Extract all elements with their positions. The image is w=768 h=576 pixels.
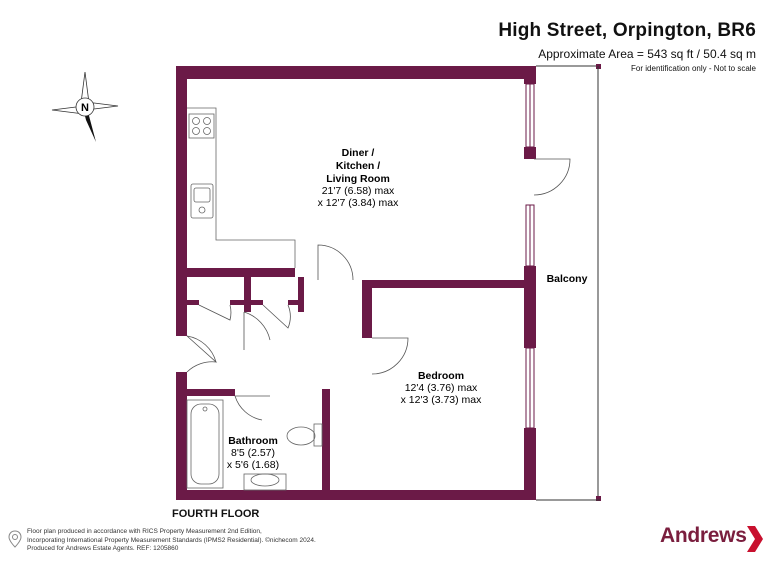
bedroom-dim-2: x 12'3 (3.73) max bbox=[401, 394, 483, 406]
living-room-label: Diner / Kitchen / Living Room 21'7 (6.58… bbox=[318, 147, 400, 209]
balcony-outline bbox=[536, 64, 601, 501]
andrews-logo: Andrews bbox=[660, 524, 747, 547]
bedroom-name: Bedroom bbox=[418, 370, 464, 382]
bathroom-dim-2: x 5'6 (1.68) bbox=[227, 459, 279, 471]
footer-disclaimer: Floor plan produced in accordance with R… bbox=[27, 528, 316, 554]
footer-line-2: Incorporating International Property Mea… bbox=[27, 536, 316, 544]
nichecom-logo-icon bbox=[8, 530, 22, 548]
living-room-dim-1: 21'7 (6.58) max bbox=[322, 185, 395, 197]
property-address: High Street, Orpington, BR6 bbox=[498, 20, 756, 41]
floor-label: FOURTH FLOOR bbox=[172, 508, 260, 520]
bathroom-fixtures bbox=[186, 399, 323, 491]
living-room-name-3: Living Room bbox=[326, 173, 390, 185]
bedroom-label: Bedroom 12'4 (3.76) max x 12'3 (3.73) ma… bbox=[401, 370, 483, 406]
living-room-name-2: Kitchen / bbox=[336, 160, 380, 172]
compass-north-label: N bbox=[81, 102, 89, 114]
living-room-name-1: Diner / bbox=[342, 147, 375, 159]
windows bbox=[525, 83, 535, 429]
door-swings bbox=[186, 158, 571, 421]
kitchen-counter bbox=[187, 107, 296, 268]
walls bbox=[176, 66, 536, 500]
andrews-chevron-icon bbox=[747, 526, 763, 552]
bathroom-dim-1: 8'5 (2.57) bbox=[231, 447, 275, 459]
compass-icon: N bbox=[51, 71, 119, 142]
balcony-name: Balcony bbox=[547, 273, 588, 285]
living-room-dim-2: x 12'7 (3.84) max bbox=[318, 197, 400, 209]
bathroom-name: Bathroom bbox=[228, 435, 278, 447]
bedroom-dim-1: 12'4 (3.76) max bbox=[405, 382, 478, 394]
bathroom-label: Bathroom 8'5 (2.57) x 5'6 (1.68) bbox=[227, 435, 279, 471]
footer-line-3: Produced for Andrews Estate Agents. REF:… bbox=[27, 545, 179, 553]
approximate-area: Approximate Area = 543 sq ft / 50.4 sq m bbox=[538, 47, 756, 61]
identification-note: For identification only - Not to scale bbox=[631, 64, 756, 73]
footer-line-1: Floor plan produced in accordance with R… bbox=[27, 528, 262, 535]
